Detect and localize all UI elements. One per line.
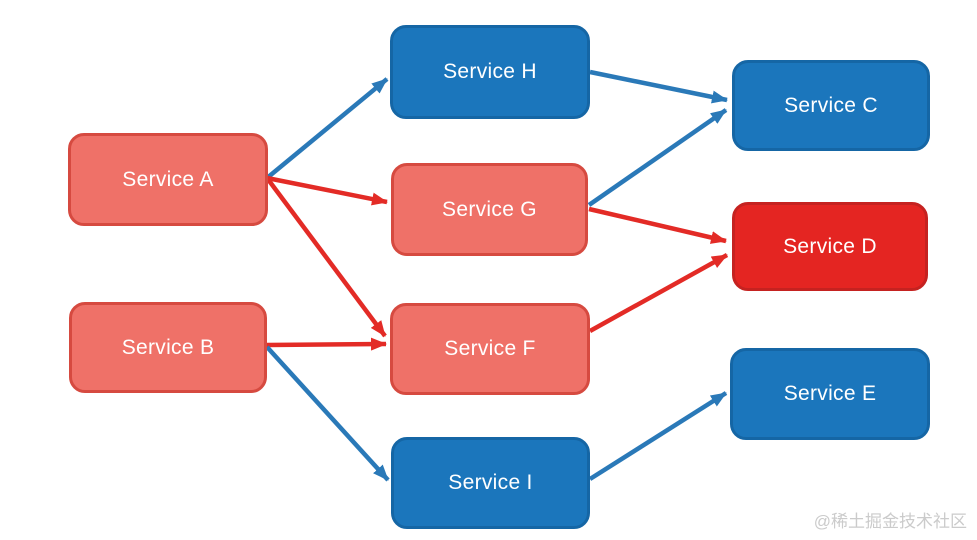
edge-service-f-to-service-d [588, 253, 729, 333]
edge-service-g-to-service-d [588, 206, 727, 244]
node-service-c: Service C [732, 60, 930, 151]
node-service-a: Service A [68, 133, 268, 226]
node-service-d: Service D [732, 202, 928, 291]
node-label: Service B [121, 335, 215, 359]
node-service-g: Service G [391, 163, 588, 256]
edge-service-a-to-service-g [266, 175, 388, 206]
node-label: Service E [783, 382, 877, 405]
node-service-b: Service B [69, 302, 267, 393]
edge-service-a-to-service-f [265, 176, 387, 338]
node-label: Service G [442, 197, 537, 221]
watermark: @稀土掘金技术社区 [813, 512, 967, 531]
edge-service-b-to-service-f [266, 337, 387, 351]
node-label: Service A [122, 167, 214, 191]
node-service-e: Service E [730, 348, 930, 440]
node-label: Service I [448, 471, 533, 494]
node-service-h: Service H [390, 25, 590, 119]
node-label: Service C [784, 93, 878, 117]
edge-service-i-to-service-e [588, 391, 728, 481]
node-label: Service H [443, 60, 537, 83]
edge-service-b-to-service-i [265, 345, 390, 482]
node-label: Service F [444, 337, 536, 360]
node-service-f: Service F [390, 303, 590, 395]
node-label: Service D [783, 234, 877, 258]
edge-service-a-to-service-h [265, 77, 389, 180]
node-service-i: Service I [391, 437, 590, 529]
edge-service-h-to-service-c [589, 69, 728, 104]
edge-service-g-to-service-c [587, 108, 728, 207]
